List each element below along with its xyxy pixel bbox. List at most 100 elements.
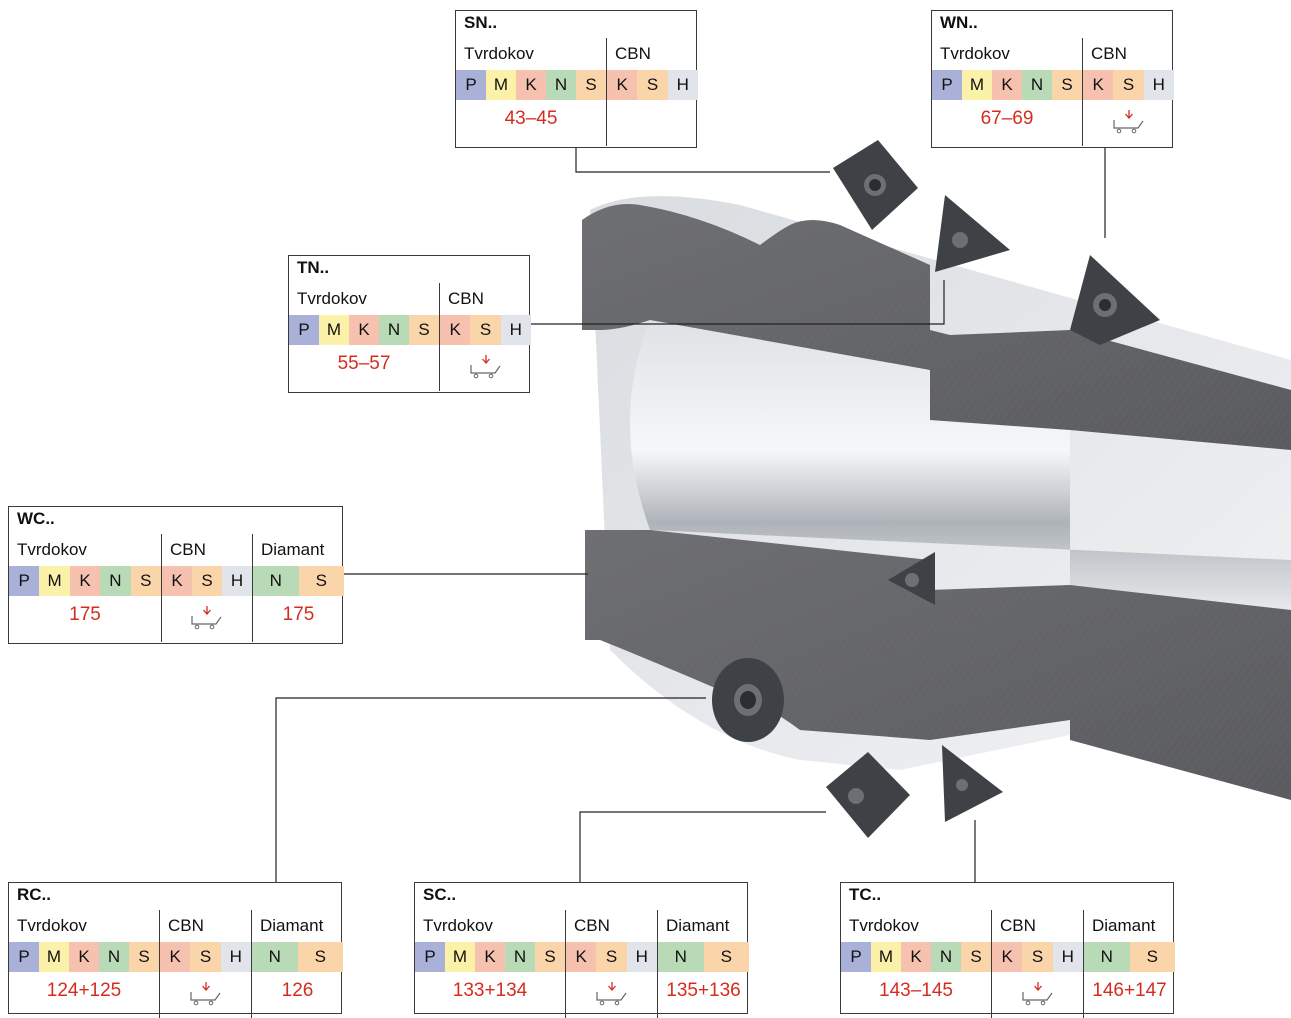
page-reference[interactable]: 143–145 xyxy=(879,980,953,1001)
insert-triangle-top xyxy=(935,195,1010,272)
material-group-s: S xyxy=(1022,942,1053,972)
shopping-cart-icon xyxy=(1021,982,1052,1006)
leader-sn xyxy=(575,148,830,173)
section-name: Diamant xyxy=(666,916,730,935)
page-reference[interactable]: 146+147 xyxy=(1092,980,1167,1001)
material-group-k: K xyxy=(516,70,546,100)
material-group-s: S xyxy=(190,942,221,972)
section-name: Tvrdokov xyxy=(464,44,534,63)
section-name: CBN xyxy=(1091,44,1127,63)
material-group-m: M xyxy=(445,942,475,972)
section-name: Tvrdokov xyxy=(297,289,367,308)
section-name: CBN xyxy=(448,289,484,308)
material-group-s: S xyxy=(961,942,991,972)
page-reference[interactable]: 133+134 xyxy=(452,980,528,1001)
page-reference[interactable]: 55–57 xyxy=(337,353,391,374)
shopping-cart-icon xyxy=(189,982,220,1006)
material-group-h: H xyxy=(222,566,252,596)
insert-title: TN.. xyxy=(297,258,330,277)
material-group-n: N xyxy=(100,566,131,596)
material-group-s: S xyxy=(576,70,606,100)
material-group-m: M xyxy=(871,942,901,972)
material-group-s: S xyxy=(1129,942,1175,972)
section-name: Tvrdokov xyxy=(849,916,919,935)
material-group-k: K xyxy=(992,70,1022,100)
material-group-h: H xyxy=(1143,70,1174,100)
material-group-s: S xyxy=(637,70,668,100)
material-group-s: S xyxy=(192,566,222,596)
material-group-p: P xyxy=(456,70,486,100)
insert-title: WN.. xyxy=(940,13,978,32)
material-group-s: S xyxy=(298,566,344,596)
material-group-h: H xyxy=(500,315,531,345)
page-reference[interactable]: 124+125 xyxy=(46,980,122,1001)
page-reference[interactable]: 126 xyxy=(281,980,314,1001)
leader-rc xyxy=(275,697,706,882)
material-group-m: M xyxy=(962,70,992,100)
material-group-k: K xyxy=(162,566,192,596)
page-reference[interactable]: 175 xyxy=(69,604,101,625)
page-reference[interactable]: 175 xyxy=(282,604,315,625)
section-name: Diamant xyxy=(260,916,324,935)
material-group-k: K xyxy=(349,315,379,345)
section-name: Tvrdokov xyxy=(17,916,87,935)
material-group-n: N xyxy=(1084,942,1130,972)
material-group-p: P xyxy=(415,942,445,972)
page-reference[interactable]: 43–45 xyxy=(504,108,558,129)
shopping-cart-icon xyxy=(191,606,222,630)
leader-sc xyxy=(579,811,826,882)
material-group-k: K xyxy=(69,942,99,972)
section-name: Diamant xyxy=(261,540,325,559)
material-group-s: S xyxy=(1052,70,1082,100)
insert-square-bottom xyxy=(826,752,910,838)
material-group-s: S xyxy=(470,315,501,345)
insert-title: SN.. xyxy=(464,13,498,32)
material-group-n: N xyxy=(379,315,409,345)
insert-triangle-bottom xyxy=(942,745,1003,822)
workpiece-body xyxy=(582,196,1291,801)
insert-square-top xyxy=(833,140,918,230)
page-reference[interactable]: 135+136 xyxy=(666,980,741,1001)
material-group-s: S xyxy=(535,942,565,972)
insert-title: RC.. xyxy=(17,885,51,904)
material-group-k: K xyxy=(901,942,931,972)
material-group-n: N xyxy=(931,942,961,972)
section-name: CBN xyxy=(574,916,610,935)
page-reference[interactable]: 67–69 xyxy=(980,108,1034,129)
material-group-s: S xyxy=(596,942,627,972)
insert-title: SC.. xyxy=(423,885,457,904)
insert-title: WC.. xyxy=(17,509,55,528)
section-name: CBN xyxy=(1000,916,1036,935)
shopping-cart-icon xyxy=(1112,110,1143,134)
material-group-p: P xyxy=(932,70,962,100)
material-group-p: P xyxy=(289,315,319,345)
